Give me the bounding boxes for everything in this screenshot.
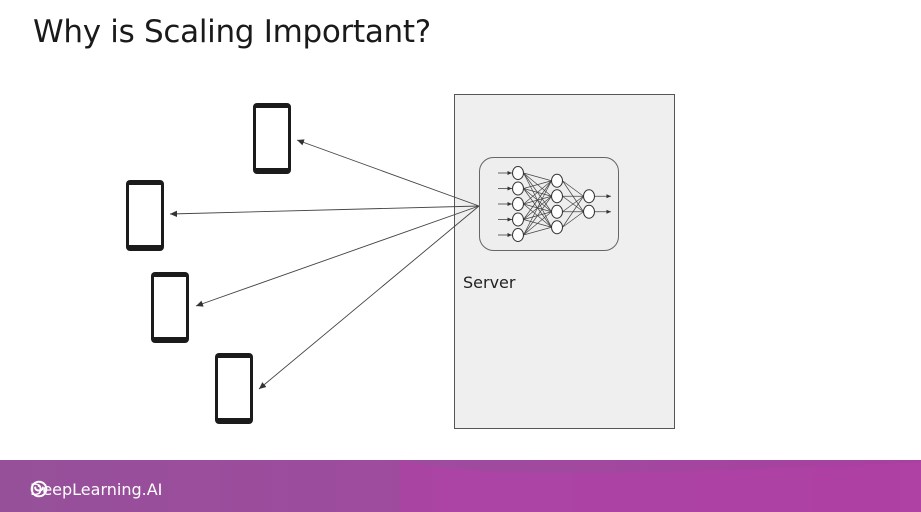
neural-network-input-arrows (498, 171, 611, 237)
nn-node (512, 181, 524, 196)
smartphone-icon (126, 180, 164, 251)
nn-node (551, 204, 563, 219)
arrow-to-phone-3 (195, 205, 480, 307)
nn-connection (523, 180, 552, 236)
nn-connection (523, 196, 552, 236)
scaling-diagram (126, 94, 675, 429)
neural-network-connections (523, 172, 584, 236)
nn-node (551, 189, 563, 204)
nn-node (512, 197, 524, 211)
nn-connection (523, 180, 552, 189)
brand-name: DeepLearning.AI (30, 480, 163, 499)
response-arrows (169, 139, 480, 390)
smartphone-icon (151, 272, 189, 343)
nn-connection (523, 180, 552, 220)
nn-connection (562, 211, 584, 228)
nn-node (512, 166, 524, 180)
arrow-to-phone-2 (169, 205, 480, 218)
nn-connection (523, 211, 552, 236)
nn-node (583, 189, 595, 204)
nn-connection (562, 195, 584, 213)
footer-wave (400, 460, 921, 512)
nn-node (551, 173, 563, 188)
neural-network-nodes (512, 166, 595, 242)
server-label: Server (463, 273, 516, 292)
neural-network-box (479, 157, 619, 251)
arrow-to-phone-1 (296, 139, 480, 207)
nn-connection (523, 226, 552, 236)
slide-title: Why is Scaling Important? (33, 14, 431, 50)
nn-connection (562, 180, 584, 197)
footer-background (0, 460, 921, 512)
server-box (454, 94, 675, 429)
nn-node (551, 220, 563, 235)
nn-connection (523, 172, 552, 182)
smartphone-icon (215, 353, 253, 424)
smartphone-icon (253, 103, 291, 174)
brand: DeepLearning.AI (30, 480, 162, 499)
nn-node (512, 212, 524, 227)
nn-node (512, 228, 524, 242)
nn-node (583, 204, 595, 219)
arrow-to-phone-4 (258, 205, 480, 390)
footer-bar: DeepLearning.AI (0, 460, 921, 512)
deeplearning-logo-icon (30, 480, 48, 498)
nn-connection (562, 196, 584, 228)
nn-connection (523, 180, 552, 205)
